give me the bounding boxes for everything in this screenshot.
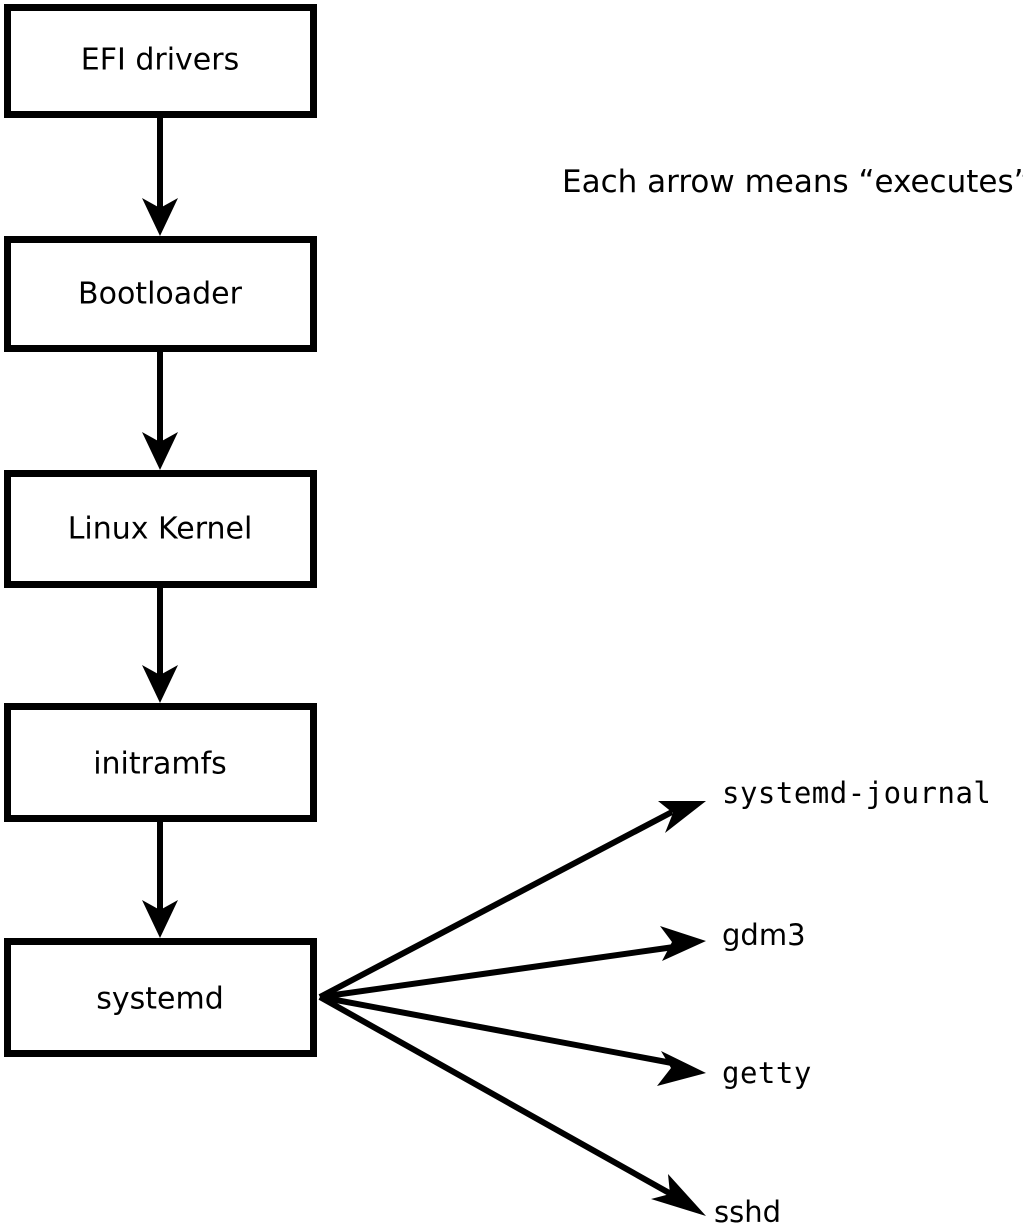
arrow-sshd-shaft — [318, 994, 673, 1197]
service-label-sshd: sshd — [714, 1195, 781, 1229]
node-linux-kernel[interactable]: Linux Kernel — [4, 470, 317, 588]
chain-arrows-group — [142, 118, 178, 938]
service-arrows-group — [318, 801, 706, 1216]
service-label-systemd-journal: systemd-journal — [722, 776, 991, 810]
linux-kernel-box[interactable] — [4, 470, 317, 588]
arrow-sshd-head-icon — [651, 1174, 706, 1216]
arrow-bootloader-to-kernel — [142, 352, 178, 470]
legend-caption: Each arrow means “executes”. — [562, 164, 1023, 200]
arrow-systemd-to-getty — [319, 994, 706, 1086]
arrow-getty-shaft — [319, 994, 673, 1066]
arrow-systemd-journal-head-icon — [658, 801, 706, 833]
arrow-systemd-to-systemd-journal — [318, 801, 706, 1000]
bootloader-label: Bootloader — [78, 277, 243, 312]
node-initramfs[interactable]: initramfs — [4, 703, 317, 822]
systemd-box[interactable] — [4, 938, 317, 1057]
node-efi-drivers[interactable]: EFI drivers — [4, 4, 317, 118]
arrow-gdm3-head-icon — [660, 926, 706, 961]
arrow-systemd-to-gdm3 — [319, 926, 706, 1000]
efi-drivers-label: EFI drivers — [81, 43, 239, 78]
initramfs-label: initramfs — [93, 747, 227, 782]
arrow-gdm3-shaft — [319, 944, 675, 1000]
arrow-kernel-to-initramfs-head-icon — [142, 665, 178, 703]
arrow-initramfs-to-systemd-head-icon — [142, 900, 178, 938]
arrow-initramfs-to-systemd — [142, 822, 178, 938]
boot-chain-group: EFI drivers Bootloader Linux Kernel init… — [4, 4, 317, 1057]
arrow-kernel-to-initramfs — [142, 588, 178, 703]
service-labels-group: systemd-journal gdm3 getty sshd — [714, 776, 991, 1229]
efi-drivers-box[interactable] — [4, 4, 317, 118]
arrow-efi-to-bootloader — [142, 118, 178, 236]
linux-kernel-label: Linux Kernel — [68, 512, 253, 547]
bootloader-box[interactable] — [4, 236, 317, 352]
initramfs-box[interactable] — [4, 703, 317, 822]
arrow-getty-head-icon — [657, 1051, 706, 1086]
node-systemd[interactable]: systemd — [4, 938, 317, 1057]
service-label-gdm3: gdm3 — [722, 918, 806, 952]
arrow-efi-to-bootloader-head-icon — [142, 198, 178, 236]
arrow-systemd-to-sshd — [318, 994, 706, 1216]
node-bootloader[interactable]: Bootloader — [4, 236, 317, 352]
arrow-bootloader-to-kernel-head-icon — [142, 432, 178, 470]
systemd-label: systemd — [96, 982, 224, 1017]
arrow-systemd-journal-shaft — [318, 809, 674, 1000]
service-label-getty: getty — [722, 1056, 812, 1090]
